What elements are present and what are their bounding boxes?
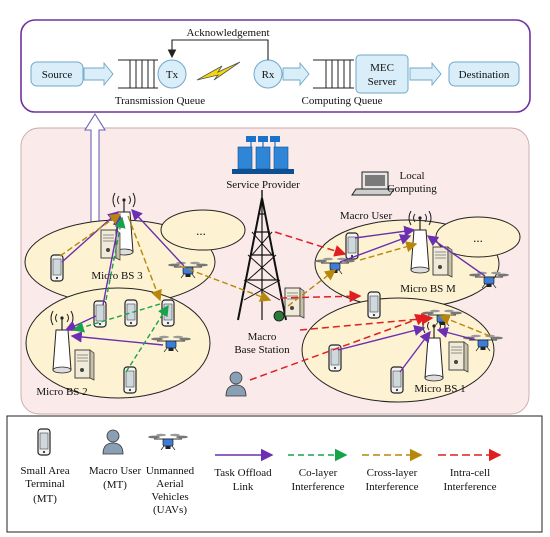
macro-user-label: Macro User bbox=[340, 210, 393, 222]
cross-layer-interference-links bbox=[59, 213, 491, 337]
mec-arrow bbox=[409, 61, 442, 87]
macro-bs-label-line2: Base Station bbox=[234, 344, 290, 356]
rx-label: Rx bbox=[262, 69, 275, 81]
service-provider-icon bbox=[232, 136, 294, 174]
micro-bs-1-server-icon bbox=[448, 341, 469, 373]
legend-offload-line1: Task Offload bbox=[214, 467, 272, 479]
micro-bs-m-label: Micro BS M bbox=[400, 283, 456, 295]
mec-server-label-line1: MEC bbox=[370, 62, 394, 74]
intra-cell-interference-links bbox=[249, 231, 434, 381]
legend-uav-line1: Unmanned bbox=[146, 465, 195, 477]
destination-label: Destination bbox=[459, 69, 510, 81]
legend-sat-line3: (MT) bbox=[33, 493, 57, 505]
computing-queue-label: Computing Queue bbox=[302, 95, 383, 107]
macro-bs-label-line1: Macro bbox=[248, 331, 277, 343]
ellipsis-right: ... bbox=[473, 230, 483, 245]
terminal-5 bbox=[123, 366, 137, 394]
terminal-1 bbox=[50, 254, 64, 282]
terminal-3 bbox=[124, 299, 138, 327]
local-computing-line1: Local bbox=[399, 170, 424, 182]
legend-box bbox=[6, 415, 543, 533]
ellipsis-left: ... bbox=[196, 223, 206, 238]
source-arrow bbox=[83, 61, 114, 87]
acknowledgement-label: Acknowledgement bbox=[186, 27, 269, 39]
transmission-queue-label: Transmission Queue bbox=[115, 95, 205, 107]
legend-uav-line4: (UAVs) bbox=[153, 504, 187, 516]
terminal-4 bbox=[161, 299, 175, 327]
tx-node bbox=[157, 59, 187, 89]
transmission-queue bbox=[118, 59, 158, 89]
laptop-icon bbox=[351, 171, 395, 196]
macro-bs-hub bbox=[273, 310, 285, 322]
computing-queue bbox=[313, 59, 354, 89]
macro-server-icon bbox=[284, 287, 305, 319]
legend-cross-line1: Cross-layer bbox=[367, 467, 418, 479]
legend-uav-line3: Vehicles bbox=[151, 491, 188, 503]
terminal-6 bbox=[345, 232, 359, 260]
micro-bs-2-label: Micro BS 2 bbox=[36, 386, 87, 398]
legend-mu-line2: (MT) bbox=[103, 479, 127, 491]
mec-server-box bbox=[355, 54, 409, 94]
acknowledgement-arrow bbox=[167, 39, 269, 60]
legend-intra-line1: Intra-cell bbox=[450, 467, 490, 479]
micro-bs-3-label: Micro BS 3 bbox=[91, 270, 143, 282]
cell-extra-left bbox=[160, 209, 246, 251]
legend-sat-line2: Terminal bbox=[25, 478, 65, 490]
legend-uav-line2: Aerial bbox=[156, 478, 183, 490]
tx-label: Tx bbox=[166, 69, 179, 81]
local-computing-line2: Computing bbox=[387, 183, 437, 195]
task-offload-links bbox=[61, 208, 486, 373]
legend-terminal-icon bbox=[37, 428, 51, 456]
legend-co-line2: Interference bbox=[291, 481, 344, 493]
legend-sat-line1: Small Area bbox=[20, 465, 69, 477]
legend-cross-line2: Interference bbox=[365, 481, 418, 493]
co-layer-interference-links bbox=[72, 216, 169, 373]
legend-co-line1: Co-layer bbox=[299, 467, 338, 479]
terminal-7 bbox=[367, 291, 381, 319]
micro-bs-2-server-icon bbox=[74, 349, 95, 381]
rx-arrow bbox=[282, 61, 310, 87]
source-label: Source bbox=[42, 69, 73, 81]
wireless-link-icon bbox=[196, 61, 241, 81]
destination-box bbox=[448, 61, 520, 87]
uplink-arrow bbox=[84, 112, 106, 223]
legend-intra-line2: Interference bbox=[443, 481, 496, 493]
source-box bbox=[30, 61, 84, 87]
legend-offload-line2: Link bbox=[233, 481, 254, 493]
service-provider-label: Service Provider bbox=[226, 179, 300, 191]
cell-micro-bs-2 bbox=[25, 287, 211, 399]
legend-mu-line1: Macro User bbox=[89, 465, 142, 477]
mec-server-label-line2: Server bbox=[368, 76, 397, 88]
micro-bs-1-label: Micro BS 1 bbox=[414, 383, 465, 395]
